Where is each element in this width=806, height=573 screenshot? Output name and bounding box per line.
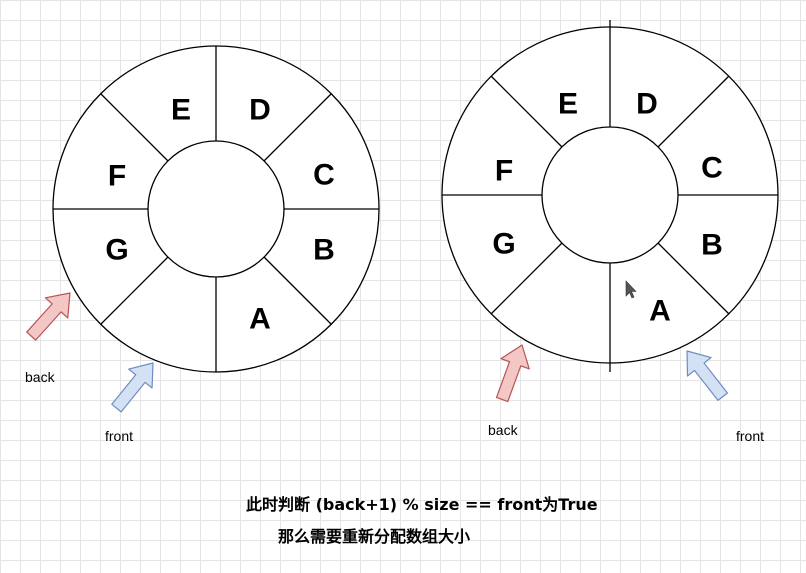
slot-label: G <box>492 228 515 261</box>
arrow-label: front <box>736 428 764 444</box>
arrow-label: back <box>488 422 519 438</box>
caption-line-2: 那么需要重新分配数组大小 <box>278 527 471 546</box>
slot-label: D <box>249 94 271 127</box>
slot-label: G <box>105 234 128 267</box>
slot-label: F <box>495 155 513 188</box>
arrow-label: front <box>105 428 133 444</box>
ring-1-divider <box>263 256 332 325</box>
slot-label: A <box>249 303 271 336</box>
slot-label: F <box>108 160 126 193</box>
ring-1-inner <box>147 140 285 278</box>
slot-label: C <box>313 159 335 192</box>
front-arrow-icon <box>111 362 154 413</box>
slot-label: A <box>649 295 671 328</box>
ring-1-divider <box>100 256 169 325</box>
mouse-pointer-icon <box>625 280 637 299</box>
slot-label: E <box>558 88 578 121</box>
ring-buffer-1: A B C D E F G <box>52 45 380 373</box>
ring-2-divider <box>657 242 730 315</box>
ring-2-divider <box>657 75 730 148</box>
ring-1-divider <box>263 93 332 162</box>
ring-2-inner <box>541 126 679 264</box>
slot-label: D <box>636 88 658 121</box>
slot-label: C <box>701 152 723 185</box>
back-arrow-2 <box>495 344 530 403</box>
front-arrow-icon <box>686 350 729 401</box>
back-arrow-icon <box>26 292 71 341</box>
back-arrow-1 <box>26 292 71 341</box>
back-arrow-icon <box>495 344 530 403</box>
slot-label: B <box>701 229 723 262</box>
slot-label: B <box>313 234 335 267</box>
ring-2-divider <box>490 75 563 148</box>
front-arrow-1 <box>111 362 154 413</box>
slot-label: E <box>171 94 191 127</box>
ring-2-divider <box>490 242 563 315</box>
arrow-label: back <box>25 369 56 385</box>
ring-buffer-2: A B C D E F G <box>441 20 779 372</box>
ring-1-divider <box>100 93 169 162</box>
caption-line-1: 此时判断 (back+1) % size == front为True <box>246 495 598 514</box>
front-arrow-2 <box>686 350 729 401</box>
